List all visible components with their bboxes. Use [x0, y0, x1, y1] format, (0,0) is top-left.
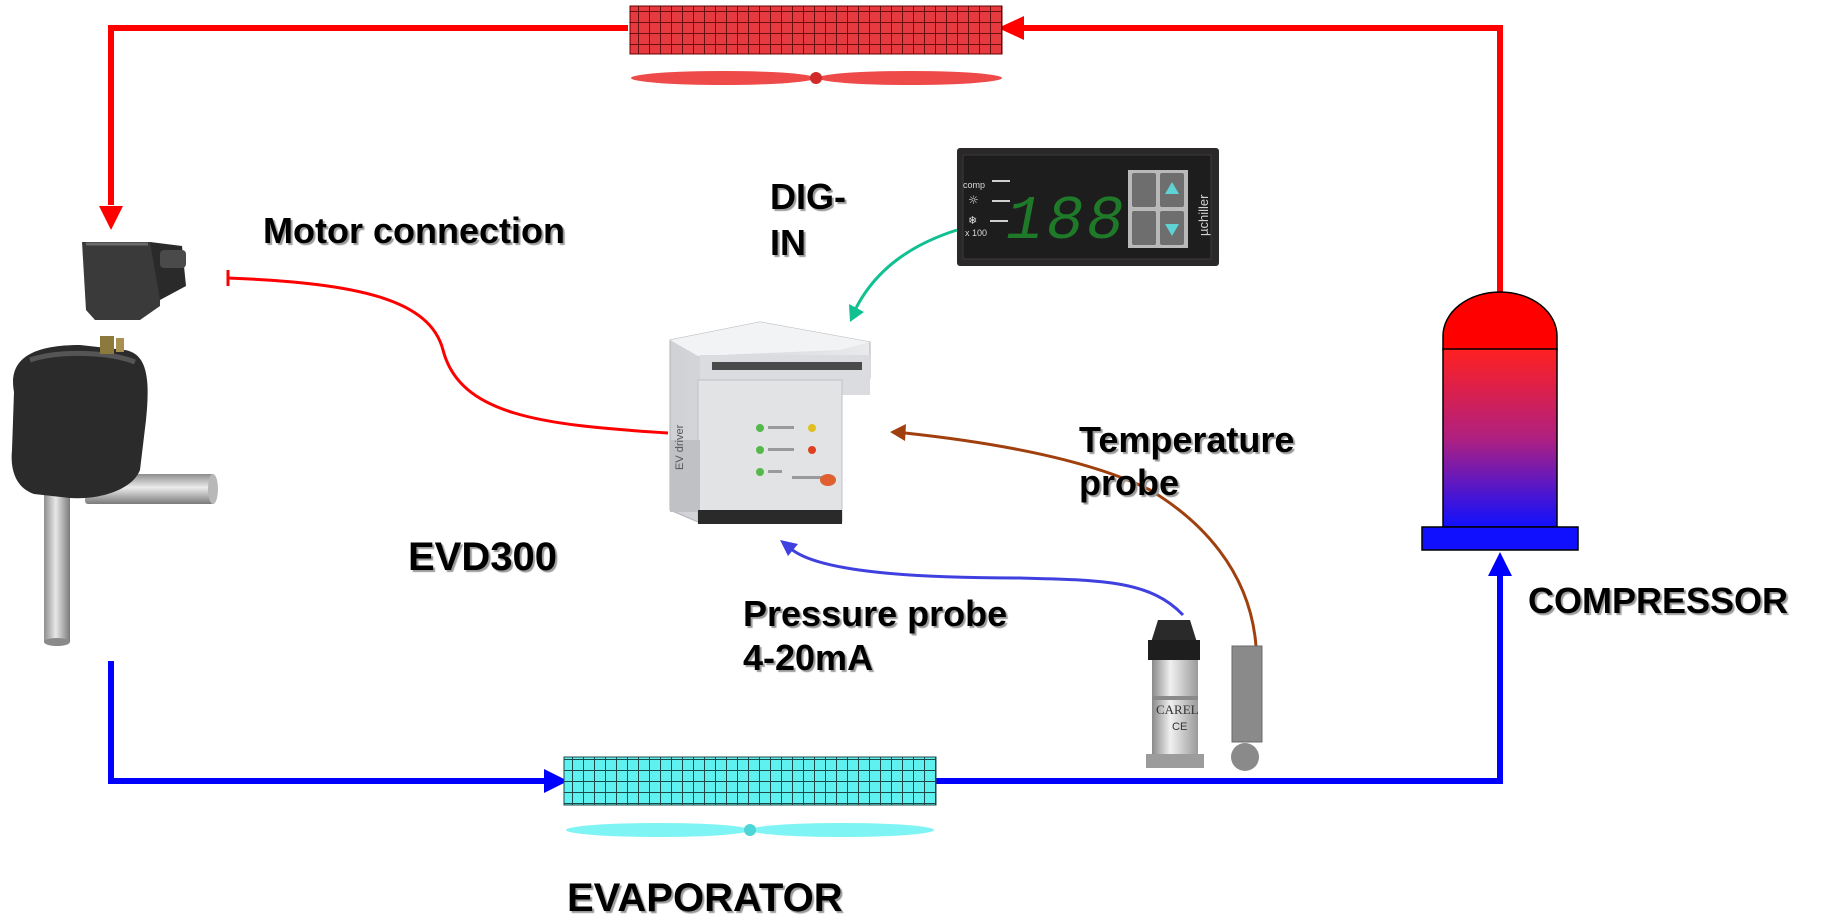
temperature-wire-arrow	[890, 424, 906, 441]
evaporator-icon	[563, 756, 937, 837]
evaporator-label: EVAPORATOR	[567, 876, 843, 920]
condenser-icon	[629, 5, 1003, 85]
controller-icon: comp x 100 ☼ ❄ 188 µchiller	[957, 148, 1219, 266]
pressure-probe-icon: CAREL CE	[1146, 620, 1204, 768]
temperature-probe-label-line2: probe	[1079, 462, 1180, 503]
probe-brand-text: CAREL	[1156, 702, 1199, 717]
cold-line	[108, 552, 1512, 793]
driver-icon: EV driver	[669, 321, 871, 524]
probe-ce-text: CE	[1172, 721, 1187, 733]
controller-x100-text: x 100	[965, 228, 987, 238]
temperature-wire	[904, 431, 1258, 647]
pressure-wire-arrow	[780, 540, 798, 556]
svg-text:❄: ❄	[968, 214, 977, 227]
compressor-icon	[1421, 291, 1579, 551]
motor-connection-label: Motor connection	[263, 210, 565, 251]
controller-comp-text: comp	[963, 180, 985, 190]
driver-name-text: EV driver	[674, 424, 686, 470]
motor-wire	[227, 276, 669, 435]
hot-line	[99, 16, 1503, 292]
dig-in-arrow	[849, 304, 864, 322]
controller-brand-text: µchiller	[1196, 194, 1211, 236]
temperature-probe-label-line1: Temperature	[1079, 419, 1295, 460]
svg-text:☼: ☼	[968, 193, 979, 207]
pressure-probe-label-line1: Pressure probe	[743, 593, 1008, 634]
compressor-label: COMPRESSOR	[1528, 580, 1789, 621]
cold-line-arrow-right	[544, 769, 568, 793]
hot-line-arrow-down	[99, 206, 123, 230]
pressure-probe-label-line2: 4-20mA	[743, 637, 874, 678]
temperature-probe-icon	[1231, 645, 1263, 771]
dig-in-wire	[853, 228, 958, 311]
connector-icon	[82, 242, 186, 320]
controller-display-text: 188	[1006, 186, 1127, 257]
valve-icon	[11, 336, 218, 646]
dig-in-label-line2: IN	[770, 222, 806, 263]
pressure-wire	[788, 546, 1185, 617]
cold-line-arrow-up	[1488, 552, 1512, 576]
hot-line-arrow-left	[998, 16, 1024, 40]
evd300-label: EVD300	[408, 535, 557, 579]
dig-in-label-line1: DIG-	[770, 176, 846, 217]
